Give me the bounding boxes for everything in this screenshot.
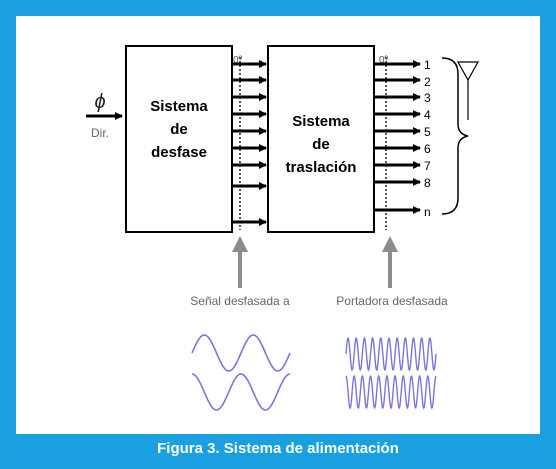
signal-wave-bottom: [191, 373, 291, 411]
output-label-3: 3: [424, 91, 431, 105]
output-label-4: 4: [424, 108, 431, 122]
block1-line1: Sistema: [150, 98, 208, 115]
phase-shift-block: [125, 45, 233, 233]
phi-symbol: ϕ: [94, 91, 105, 113]
output-arrows: [374, 60, 421, 214]
output-label-2: 2: [424, 75, 431, 89]
figure-caption: Figura 3. Sistema de alimentación: [157, 440, 399, 457]
up-arrow-right: [382, 236, 398, 288]
block2-line2: de: [312, 136, 330, 153]
input-label: Dir.: [91, 126, 109, 140]
label-phase-shifted-carrier: Portadora desfasada: [336, 294, 448, 308]
label-phase-shifted-signal: Señal desfasada a: [190, 294, 290, 308]
antenna-icon: [456, 61, 480, 120]
inter-block-arrows: [232, 60, 267, 226]
up-arrow-left: [232, 236, 248, 288]
block1-line2: de: [170, 121, 188, 138]
block1-line3: desfase: [151, 144, 207, 161]
signal-wave-top: [191, 334, 291, 372]
block2-line1: Sistema: [292, 113, 350, 130]
output-label-7: 7: [424, 159, 431, 173]
output-label-n: n: [424, 205, 431, 219]
phase-zero-left: 0º: [233, 55, 243, 66]
block2-line3: traslación: [286, 159, 357, 176]
output-label-5: 5: [424, 125, 431, 139]
output-label-8: 8: [424, 176, 431, 190]
output-label-6: 6: [424, 142, 431, 156]
output-label-1: 1: [424, 58, 431, 72]
output-brace: [441, 57, 469, 215]
carrier-wave-top: [345, 336, 437, 372]
carrier-wave-bottom: [345, 374, 437, 410]
phase-zero-right: 0º: [379, 55, 389, 66]
translation-block: [267, 45, 375, 233]
